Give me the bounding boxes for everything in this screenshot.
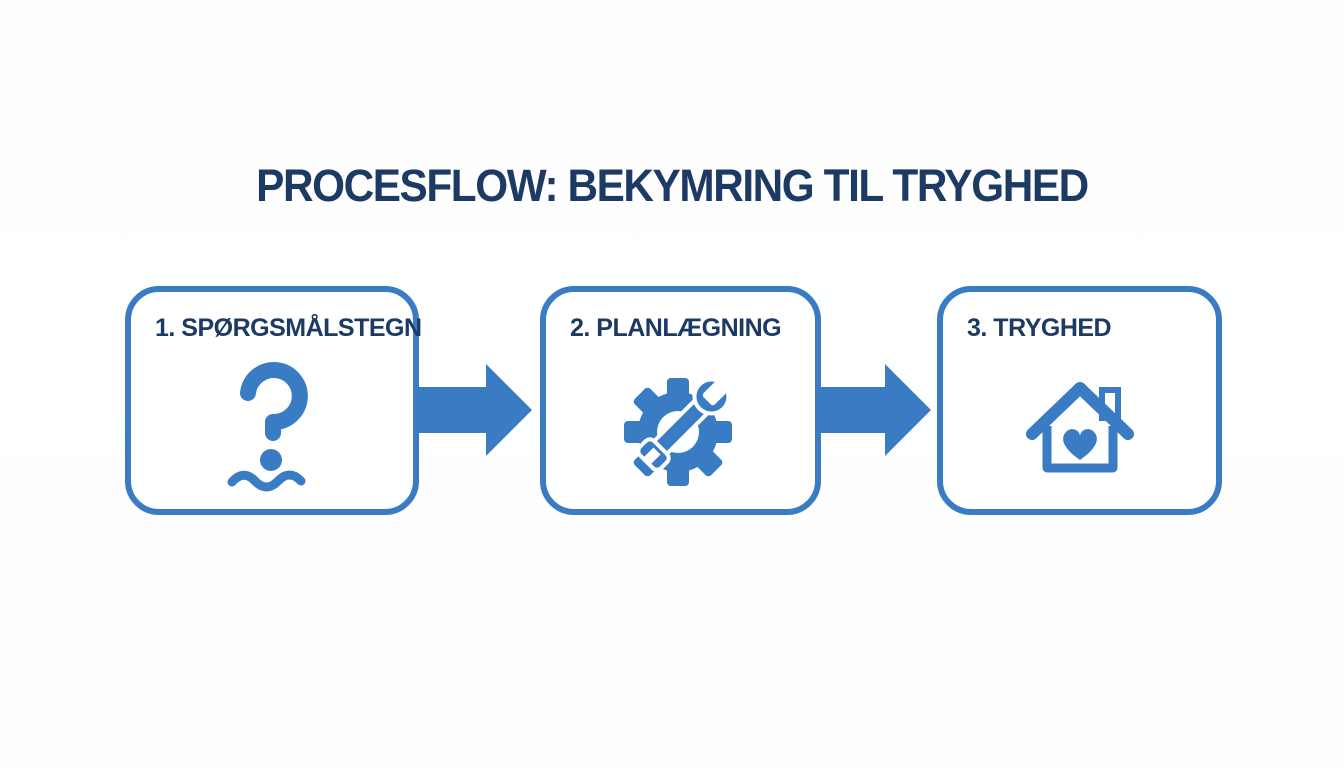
step-2-label: 2. PLANLÆGNING <box>570 314 782 342</box>
step-box-1: 1. SPØRGSMÅLSTEGN <box>125 286 422 515</box>
step-3-label: 3. TRYGHED <box>967 314 1112 342</box>
flow-arrow-icon <box>416 364 532 456</box>
step-box-2: 2. PLANLÆGNING <box>540 286 821 515</box>
house-heart-icon <box>1020 364 1140 484</box>
question-mark-water-icon <box>222 358 322 493</box>
step-box-3: 3. TRYGHED <box>937 286 1222 515</box>
gear-wrench-icon <box>616 364 746 494</box>
step-1-label: 1. SPØRGSMÅLSTEGN <box>155 314 422 342</box>
page-title: PROCESFLOW: BEKYMRING TIL TRYGHED <box>256 160 1089 211</box>
flow-arrow-icon <box>818 364 931 456</box>
